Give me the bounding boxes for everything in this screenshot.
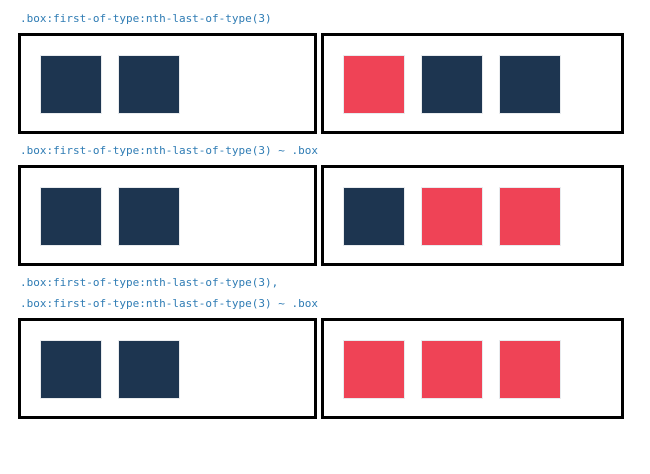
demo-row-3: .box:first-of-type:nth-last-of-type(3), … <box>18 276 632 419</box>
box-3-right-3 <box>499 340 561 399</box>
box-1-left-1 <box>40 55 102 114</box>
box-3-left-1 <box>40 340 102 399</box>
box-3-right-2 <box>421 340 483 399</box>
three-box-group-3 <box>321 318 624 419</box>
box-1-left-2 <box>118 55 180 114</box>
box-1-right-1 <box>343 55 405 114</box>
box-1-right-2 <box>421 55 483 114</box>
box-2-left-2 <box>118 187 180 246</box>
box-2-right-2 <box>421 187 483 246</box>
two-box-group-1 <box>18 33 317 134</box>
selector-label-3-line-1: .box:first-of-type:nth-last-of-type(3), <box>20 276 279 289</box>
three-box-group-1 <box>321 33 624 134</box>
panel-pair-2 <box>18 165 632 266</box>
selector-label-3-line-2: .box:first-of-type:nth-last-of-type(3) ~… <box>20 297 319 310</box>
demo-row-1: .box:first-of-type:nth-last-of-type(3) <box>18 12 632 134</box>
box-3-right-1 <box>343 340 405 399</box>
demo-row-2: .box:first-of-type:nth-last-of-type(3) ~… <box>18 144 632 266</box>
panel-pair-3 <box>18 318 632 419</box>
box-2-left-1 <box>40 187 102 246</box>
two-box-group-2 <box>18 165 317 266</box>
box-1-right-3 <box>499 55 561 114</box>
panel-pair-1 <box>18 33 632 134</box>
selector-label-2: .box:first-of-type:nth-last-of-type(3) ~… <box>20 144 319 157</box>
two-box-group-3 <box>18 318 317 419</box>
box-3-left-2 <box>118 340 180 399</box>
box-2-right-1 <box>343 187 405 246</box>
box-2-right-3 <box>499 187 561 246</box>
selector-label-1: .box:first-of-type:nth-last-of-type(3) <box>20 12 272 25</box>
three-box-group-2 <box>321 165 624 266</box>
